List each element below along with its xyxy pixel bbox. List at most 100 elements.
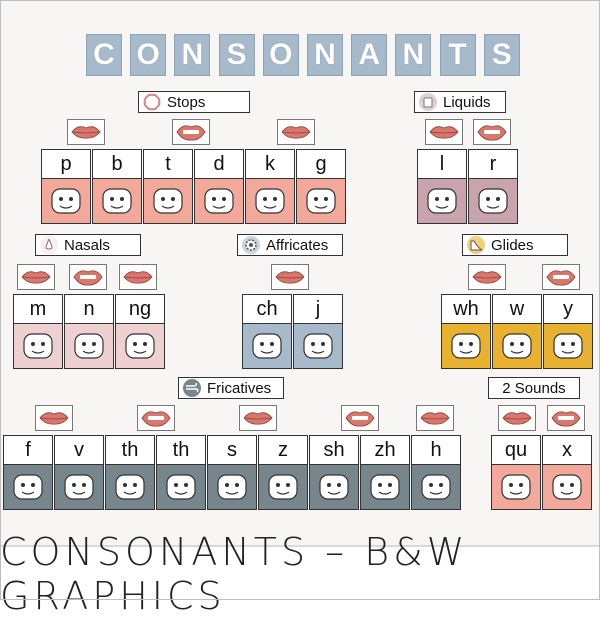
card-letter: sh	[323, 438, 345, 461]
card-letter: k	[265, 152, 275, 175]
card-letter: wh	[453, 297, 479, 320]
title-letter-tile: N	[395, 34, 432, 76]
nose-icon	[40, 236, 58, 254]
title-letter-tile: N	[307, 34, 343, 76]
mouth-position-icon	[119, 264, 157, 290]
stops-category-label: Stops	[138, 91, 250, 113]
letter-card-stops: k	[245, 149, 295, 224]
letter-card-stops: p	[41, 149, 91, 224]
letter-card-stops: g	[296, 149, 346, 224]
card-letter: d	[213, 152, 225, 175]
nasals-category-label: Nasals	[35, 234, 141, 256]
card-letter: t	[165, 152, 171, 175]
mouth-position-icon	[69, 264, 107, 290]
mouth-position-icon	[547, 405, 585, 431]
mouth-position-icon	[542, 264, 580, 290]
mouth-position-icon	[137, 405, 175, 431]
letter-card-fricatives: f	[3, 435, 53, 510]
title-letter-tile: O	[130, 34, 167, 76]
card-letter: zh	[374, 438, 396, 461]
card-letter: h	[430, 438, 442, 461]
wagon-icon	[493, 323, 541, 368]
two_sounds-category-label: 2 Sounds	[488, 377, 580, 399]
letter-card-fricatives: s	[207, 435, 257, 510]
card-letter: b	[111, 152, 123, 175]
affricates-category-label: Affricates	[237, 234, 343, 256]
mouth-position-icon	[473, 119, 511, 145]
card-letter: x	[562, 438, 572, 461]
letter-card-fricatives: th	[105, 435, 155, 510]
letter-card-fricatives: v	[54, 435, 104, 510]
letter-card-affricates: ch	[242, 294, 292, 369]
mouth-position-icon	[498, 405, 536, 431]
card-letter: s	[227, 438, 237, 461]
volcano-icon	[55, 464, 103, 509]
mouth-position-icon	[239, 405, 277, 431]
mouth-position-icon	[172, 119, 210, 145]
ball-icon	[93, 178, 141, 223]
letter-card-liquids: l	[417, 149, 467, 224]
title-letter-tile: O	[262, 34, 299, 76]
title-letter-tile: S	[483, 34, 520, 76]
card-letter: l	[439, 152, 445, 175]
card-letter: f	[25, 438, 31, 461]
king-icon	[116, 323, 164, 368]
zebra-icon	[259, 464, 307, 509]
box-icon	[543, 464, 591, 509]
nasals-category-text: Nasals	[64, 236, 110, 254]
mouth-position-icon	[468, 264, 506, 290]
letter-card-fricatives: zh	[360, 435, 410, 510]
title-letter-tile: T	[439, 34, 476, 76]
rainbow-icon	[469, 178, 517, 223]
card-letter: qu	[504, 438, 528, 461]
letter-card-affricates: j	[293, 294, 343, 369]
feather-icon	[157, 464, 205, 509]
letter-card-stops: d	[194, 149, 244, 224]
stop-sign-icon	[143, 93, 161, 111]
letter-card-glides: wh	[441, 294, 491, 369]
whale-icon	[442, 323, 490, 368]
treasure-icon	[361, 464, 409, 509]
card-letter: j	[315, 297, 321, 320]
snake-icon	[208, 464, 256, 509]
card-letter: th	[172, 438, 190, 461]
liquids-category-text: Liquids	[443, 93, 491, 111]
card-letter: ng	[128, 297, 152, 320]
two_sounds-category-text: 2 Sounds	[502, 379, 566, 397]
letter-card-stops: t	[143, 149, 193, 224]
divider	[0, 545, 600, 547]
wind-icon	[183, 379, 201, 397]
letter-card-stops: b	[92, 149, 142, 224]
thumb-icon	[106, 464, 154, 509]
mouth-position-icon	[425, 119, 463, 145]
letter-card-two_sounds: qu	[491, 435, 541, 510]
card-letter: v	[74, 438, 84, 461]
card-letter: th	[121, 438, 139, 461]
jam-icon	[294, 323, 342, 368]
card-letter: w	[509, 297, 525, 320]
card-letter: n	[83, 297, 95, 320]
glides-category-text: Glides	[491, 236, 534, 254]
letter-card-glides: w	[492, 294, 542, 369]
fricatives-category-text: Fricatives	[207, 379, 272, 397]
letter-card-fricatives: z	[258, 435, 308, 510]
letter-card-fricatives: h	[411, 435, 461, 510]
lamp-icon	[418, 178, 466, 223]
card-letter: g	[315, 152, 327, 175]
mouth-position-icon	[35, 405, 73, 431]
goat-icon	[297, 178, 345, 223]
pig-icon	[42, 178, 90, 223]
cog-icon	[242, 236, 260, 254]
liquids-category-label: Liquids	[414, 91, 506, 113]
cheese-icon	[243, 323, 291, 368]
letter-card-fricatives: sh	[309, 435, 359, 510]
title-letter-tile: S	[218, 34, 255, 76]
kite-icon	[246, 178, 294, 223]
turtle-icon	[144, 178, 192, 223]
mouth-position-icon	[341, 405, 379, 431]
mouth-position-icon	[17, 264, 55, 290]
affricates-category-text: Affricates	[266, 236, 329, 254]
letter-card-nasals: n	[64, 294, 114, 369]
card-letter: r	[489, 152, 497, 175]
nest-icon	[65, 323, 113, 368]
